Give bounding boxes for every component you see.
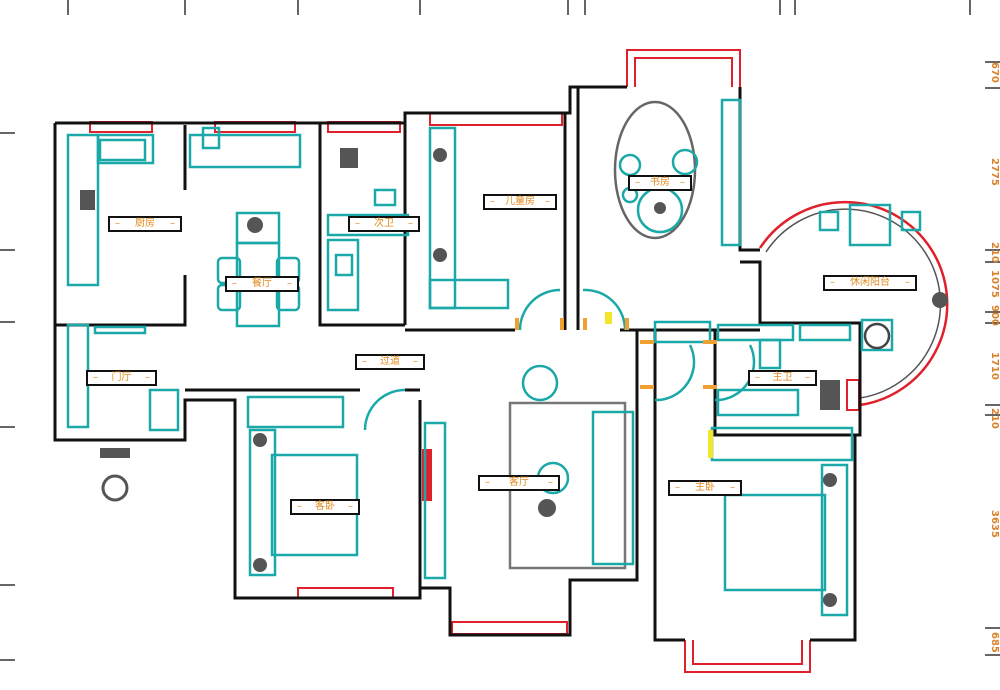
- dimension-label: 900: [989, 305, 1000, 326]
- room-label-living-room: 客厅: [478, 475, 560, 491]
- furniture: [66, 98, 922, 617]
- room-label-master-bedroom: 主卧: [668, 480, 742, 496]
- dimension-label: 3635: [989, 510, 1000, 538]
- windows: [89, 49, 949, 673]
- walls: [53, 85, 862, 642]
- room-label-foyer: 门厅: [86, 370, 157, 386]
- room-label-study: 书房: [628, 175, 692, 191]
- dimension-label: 670: [989, 62, 1000, 83]
- dimension-label: 2775: [989, 158, 1000, 186]
- dimension-label: 1710: [989, 352, 1000, 380]
- room-label-second-bath: 次卫: [348, 216, 420, 232]
- door-frames: [515, 312, 717, 458]
- dimension-ticks: [0, 0, 1000, 661]
- dimension-label: 685: [989, 632, 1000, 653]
- room-label-kids-room: 儿童房: [483, 194, 557, 210]
- room-label-guest-bedroom: 客卧: [290, 499, 360, 515]
- room-label-leisure-balcony: 休闲阳台: [823, 275, 917, 291]
- dimension-label: 210: [989, 408, 1000, 429]
- dimension-label: 210: [989, 242, 1000, 263]
- room-label-master-bath: 主卫: [748, 370, 817, 386]
- dimension-label: 1075: [989, 270, 1000, 298]
- room-label-dining: 餐厅: [225, 276, 299, 292]
- room-label-kitchen: 厨房: [108, 216, 182, 232]
- room-label-corridor: 过道: [355, 354, 425, 370]
- decor: [80, 148, 948, 607]
